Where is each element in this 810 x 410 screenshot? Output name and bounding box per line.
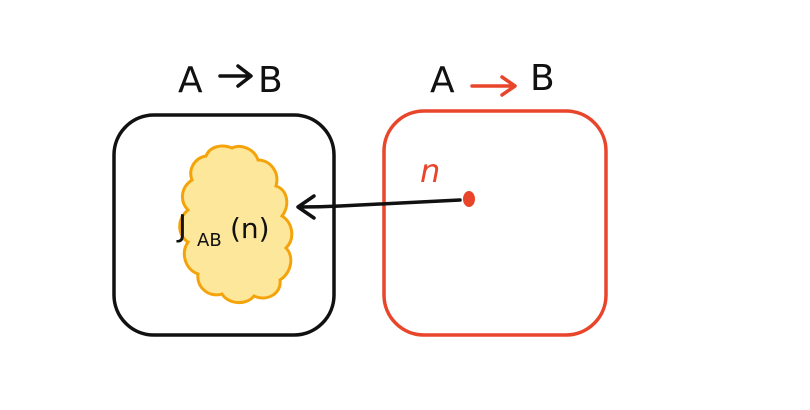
right-heading: A B xyxy=(430,58,555,101)
cloud-label-arg: (n) xyxy=(230,212,270,245)
left-heading-arrow-icon xyxy=(218,64,253,88)
cloud-label-main: J xyxy=(176,209,187,244)
left-heading-from: A xyxy=(178,60,203,101)
cloud-label: J AB (n) xyxy=(176,209,270,251)
right-heading-from: A xyxy=(430,60,455,101)
cloud-label-sub: AB xyxy=(197,230,222,251)
point-dot xyxy=(463,191,475,207)
right-box xyxy=(382,109,608,337)
left-heading: A B xyxy=(178,60,283,101)
left-heading-to: B xyxy=(258,60,283,101)
right-heading-to: B xyxy=(530,58,555,99)
point-label: n xyxy=(420,152,440,190)
cloud-shape xyxy=(178,144,294,304)
mapping-arrowhead-icon xyxy=(296,194,316,220)
mapping-arrow xyxy=(298,198,462,209)
right-heading-arrow-icon xyxy=(470,75,517,97)
left-box xyxy=(112,113,336,337)
